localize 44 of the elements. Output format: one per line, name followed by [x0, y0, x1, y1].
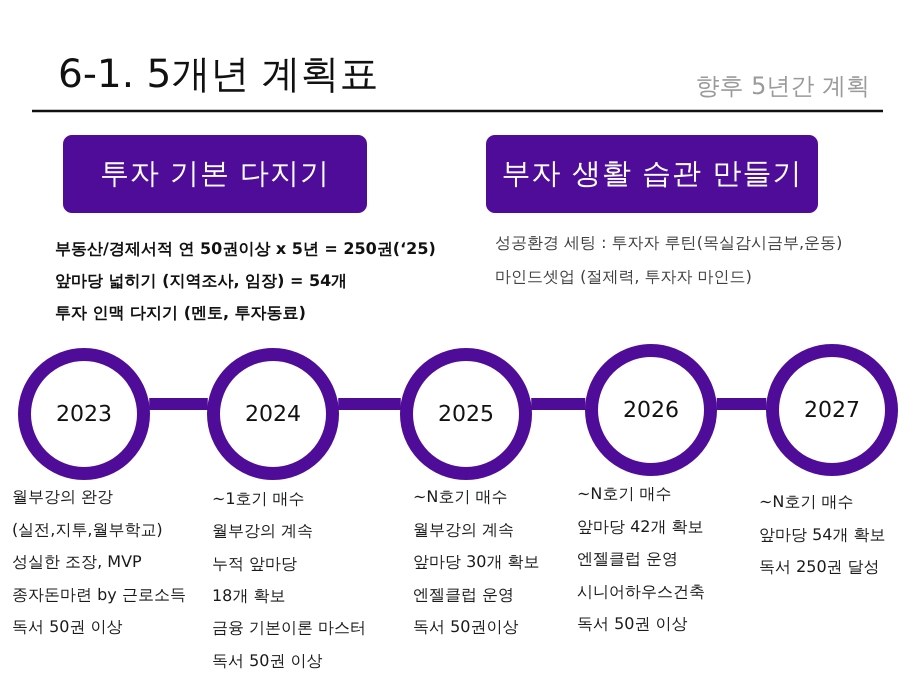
connector-bar: [531, 398, 586, 410]
plan-item: 독서 50권 이상: [212, 650, 323, 672]
goal-banner: [486, 135, 818, 213]
connector-bar: [338, 398, 401, 410]
plan-item: 월부강의 완강: [12, 486, 114, 508]
plan-item: 누적 앞마당: [212, 552, 298, 575]
plan-item: 금융 기본이론 마스터: [212, 617, 366, 640]
plan-item: 엔젤클럽 운영: [577, 548, 678, 570]
plan-item: ~N호기 매수: [759, 491, 854, 513]
plan-item: (실전,지투,월부학교): [12, 518, 163, 541]
plan-item: 성실한 조장, MVP: [12, 551, 142, 574]
goal-banner: [63, 135, 367, 213]
goal-text: 투자 인맥 다지기 (멘토, 투자동료): [55, 302, 306, 324]
goal-text: 부동산/경제서적 연 50권이상 x 5년 = 250권(‘25): [55, 238, 436, 260]
goal-text: 마인드셋업 (절제력, 투자자 마인드): [495, 266, 752, 288]
plan-item: 독서 50권 이상: [577, 613, 688, 635]
plan-item: 앞마당 30개 확보: [413, 551, 540, 574]
plan-item: ~1호기 매수: [212, 488, 305, 510]
page-subtitle: 향후 5년간 계획: [695, 71, 870, 102]
plan-item: 앞마당 42개 확보: [577, 516, 704, 538]
banner-title: 부자 생활 습관 만들기: [502, 155, 802, 192]
plan-item: 월부강의 계속: [413, 518, 514, 541]
plan-item: 18개 확보: [212, 584, 286, 607]
plan-item: ~N호기 매수: [577, 483, 672, 505]
plan-item: 종자돈마련 by 근로소득: [12, 584, 186, 606]
connector-bar: [149, 398, 208, 410]
year-label: 2027: [804, 398, 860, 422]
plan-item: 독서 50권 이상: [12, 616, 123, 638]
goal-text: 성공환경 세팅 : 투자자 루틴(목실감시금부,운동): [495, 232, 842, 254]
plan-item: 앞마당 54개 확보: [759, 524, 886, 546]
plan-item: 엔젤클럽 운영: [413, 584, 514, 606]
plan-item: 독서 250권 달성: [759, 556, 880, 578]
connector-bar: [716, 398, 766, 410]
plan-item: 월부강의 계속: [212, 520, 314, 542]
plan-item: 독서 50권이상: [413, 616, 518, 638]
plan-item: 시니어하우스건축: [577, 580, 705, 602]
banner-title: 투자 기본 다지기: [100, 155, 330, 192]
page-title: 6-1. 5개년 계획표: [58, 51, 379, 99]
plan-item: ~N호기 매수: [413, 486, 508, 508]
year-label: 2026: [623, 398, 679, 422]
goal-text: 앞마당 넓히기 (지역조사, 임장) = 54개: [55, 270, 348, 292]
year-label: 2023: [56, 402, 112, 426]
year-label: 2024: [245, 402, 301, 426]
year-label: 2025: [438, 402, 494, 426]
